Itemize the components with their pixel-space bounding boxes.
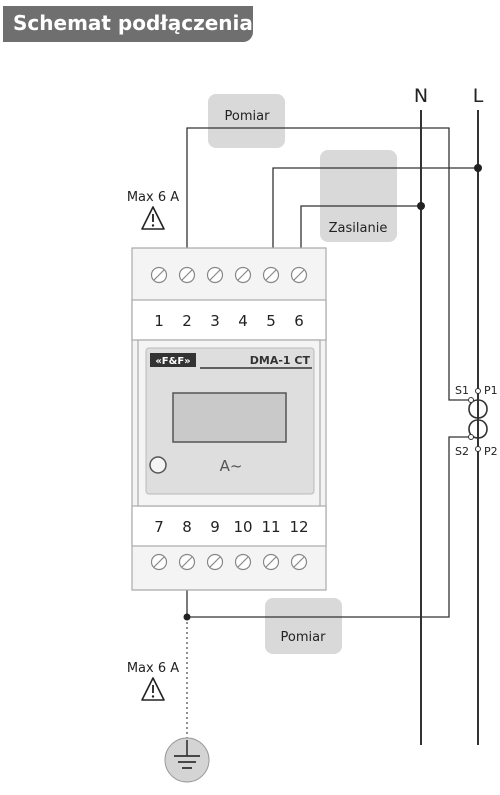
top-terminal-numbers: 1 2 3 4 5 6 <box>154 312 304 330</box>
terminal-number: 6 <box>294 312 304 330</box>
junction-l <box>474 164 482 172</box>
terminal-number: 3 <box>210 312 220 330</box>
ct-s1-point <box>468 397 474 403</box>
screw-terminal-icon <box>262 553 280 571</box>
screw-terminal-icon <box>178 266 196 284</box>
brand-logo: «F&F» <box>150 353 196 367</box>
terminal-number: 2 <box>182 312 192 330</box>
bottom-terminal-numbers: 7 8 9 10 11 12 <box>154 518 308 536</box>
wire-terminal-2-to-s1 <box>186 127 468 401</box>
page-title: Schemat podłączenia <box>13 11 253 35</box>
terminal-number: 7 <box>154 518 164 536</box>
junction-ground <box>183 613 191 621</box>
led-indicator-icon <box>149 456 167 474</box>
ct-coil-bottom <box>468 419 488 439</box>
screw-terminal-icon <box>206 266 224 284</box>
terminal-number: 9 <box>210 518 220 536</box>
display-window <box>172 392 287 443</box>
top-terminal-screws <box>150 266 308 284</box>
screw-terminal-icon <box>206 553 224 571</box>
warning-icon <box>141 677 165 701</box>
dma-device: «F&F» DMA-1 CT A~ 1 2 3 <box>131 247 327 591</box>
ct-coil-top <box>468 399 488 419</box>
current-transformer: S1 P1 S2 P2 <box>455 384 498 458</box>
wire-terminal-5-to-l <box>272 167 478 248</box>
zasilanie-label: Zasilanie <box>329 221 388 236</box>
screw-terminal-icon <box>150 553 168 571</box>
pomiar-top-label: Pomiar <box>225 109 271 124</box>
ct-s2-point <box>468 434 474 440</box>
title-bar: Schemat podłączenia <box>3 6 253 42</box>
max-current-bottom-label: Max 6 A <box>127 661 179 676</box>
ct-s2-label: S2 <box>455 445 469 458</box>
terminal-number: 8 <box>182 518 192 536</box>
wires <box>186 127 478 618</box>
screw-terminal-icon <box>150 266 168 284</box>
phase-label: L <box>473 85 484 107</box>
screw-terminal-icon <box>290 266 308 284</box>
terminal-number: 10 <box>233 518 252 536</box>
terminal-number: 12 <box>289 518 308 536</box>
pomiar-bottom-label: Pomiar <box>281 630 327 645</box>
ct-p1-label: P1 <box>484 384 498 397</box>
pomiar-top-tag <box>208 94 285 148</box>
pomiar-bottom-tag <box>265 598 342 654</box>
neutral-label: N <box>414 85 428 107</box>
unit-label: A~ <box>220 457 243 475</box>
ct-p2-point <box>475 446 481 452</box>
max-current-top-label: Max 6 A <box>127 190 179 205</box>
junction-n <box>417 202 425 210</box>
warning-icon <box>141 206 165 230</box>
ground-icon <box>164 737 210 783</box>
screw-terminal-icon <box>262 266 280 284</box>
terminal-number: 5 <box>266 312 276 330</box>
wire-terminal-8-to-s2 <box>186 436 468 618</box>
terminal-number: 11 <box>261 518 280 536</box>
bottom-terminal-screws <box>150 553 308 571</box>
screw-terminal-icon <box>234 553 252 571</box>
ct-s1-label: S1 <box>455 384 469 397</box>
ct-p1-point <box>475 388 481 394</box>
screw-terminal-icon <box>178 553 196 571</box>
terminal-number: 4 <box>238 312 248 330</box>
screw-terminal-icon <box>290 553 308 571</box>
terminal-number: 1 <box>154 312 164 330</box>
zasilanie-tag <box>320 150 397 242</box>
model-label: DMA-1 CT <box>250 354 311 367</box>
screw-terminal-icon <box>234 266 252 284</box>
wire-terminal-6-to-n <box>300 205 421 248</box>
ct-p2-label: P2 <box>484 445 498 458</box>
brand-text: «F&F» <box>155 356 190 367</box>
